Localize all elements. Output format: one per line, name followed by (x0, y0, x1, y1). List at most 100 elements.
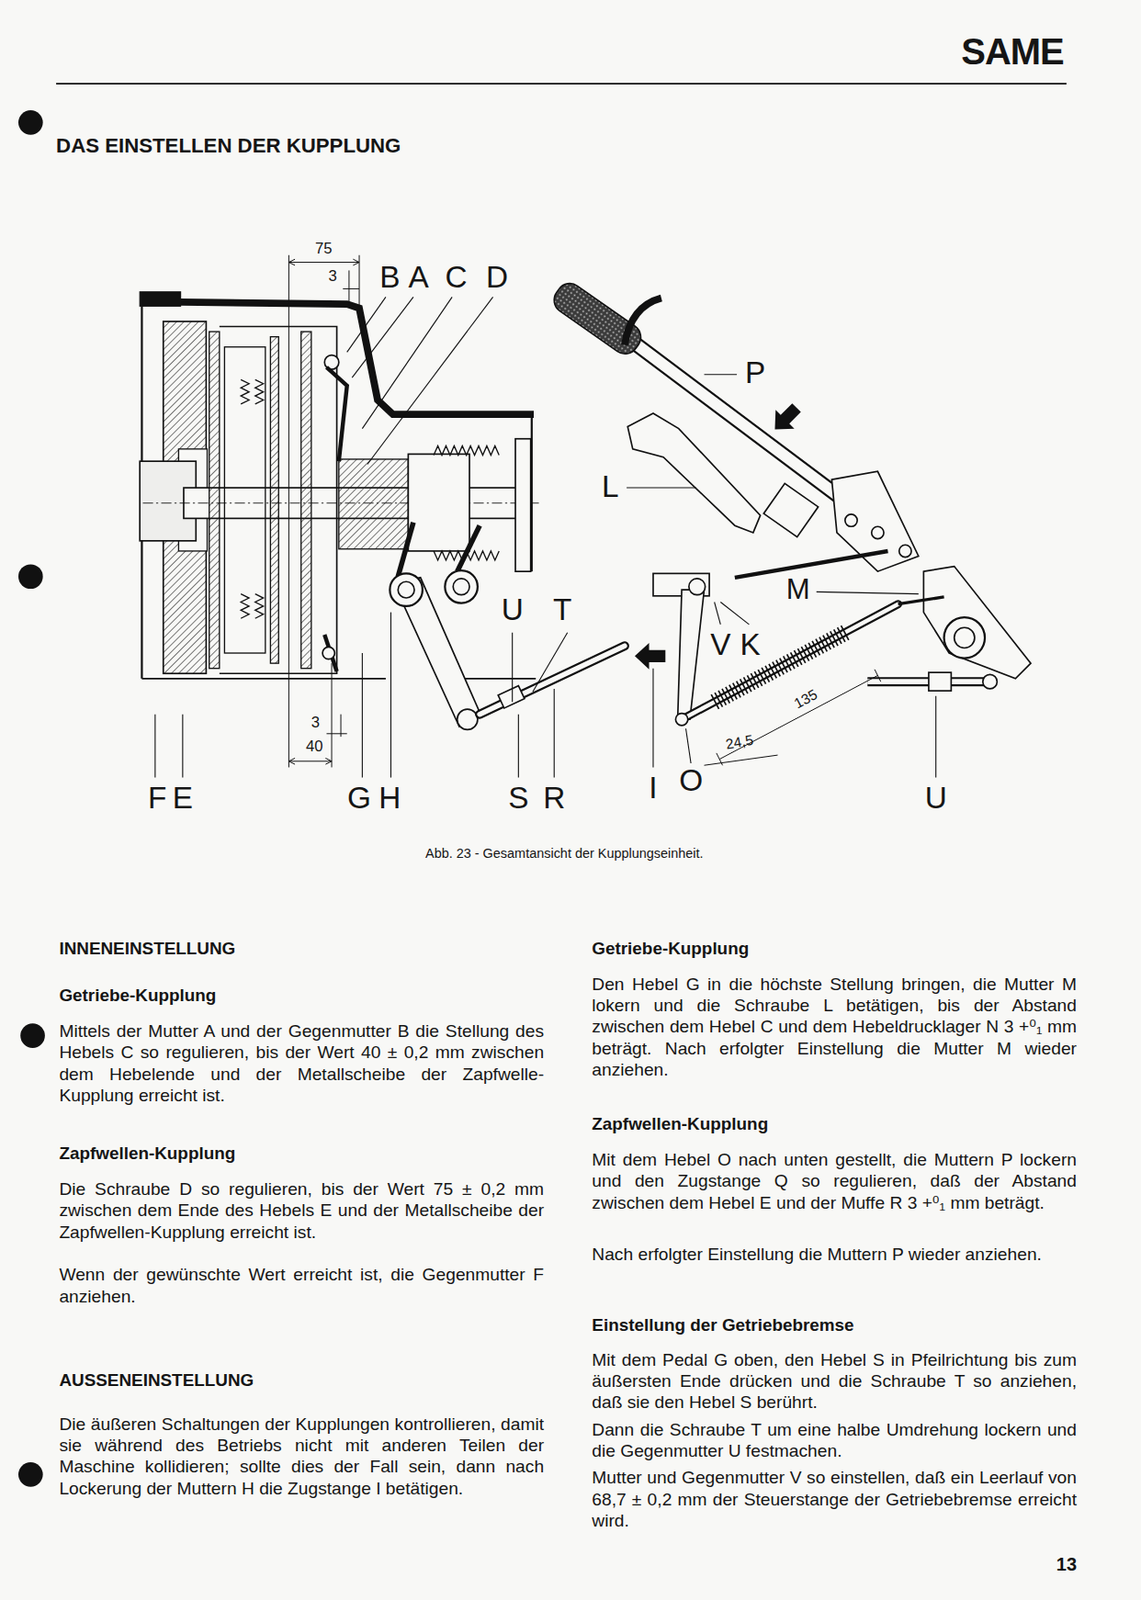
dimension-line (326, 733, 347, 735)
part-letter: P (745, 357, 766, 388)
clutch-discs (240, 594, 249, 620)
leader-line (390, 612, 392, 779)
brake-rod (479, 645, 625, 714)
linkage (954, 627, 975, 648)
dimension-value: 24,5 (724, 732, 756, 752)
release-bearing (515, 439, 531, 572)
leader-line (704, 373, 738, 375)
punch-hole (18, 564, 44, 589)
leader-line (626, 487, 697, 489)
fork-levers (457, 709, 478, 730)
dimension-line (288, 255, 881, 769)
figure-caption: Abb. 23 - Gesamtansicht der Kupplungsein… (425, 846, 704, 859)
fork-levers (457, 525, 480, 572)
part-letter: U (925, 782, 948, 814)
leader-line (714, 601, 722, 624)
fork-levers (397, 522, 414, 577)
fork-levers (452, 578, 470, 596)
clutch-housing (141, 677, 386, 680)
leader-line (351, 296, 414, 378)
body-paragraph: Mutter und Gegenmutter V so einstellen, … (591, 1467, 1077, 1532)
header-rule (56, 82, 1067, 85)
body-paragraph: Die äußeren Schaltungen der Kupplungen k… (58, 1413, 544, 1500)
linkage (928, 672, 951, 691)
clutch-discs (255, 379, 264, 405)
part-letter: F (147, 782, 167, 814)
linkage (734, 551, 889, 578)
section-heading: Zapfwellen-Kupplung (591, 1114, 1077, 1136)
body-paragraph: Dann die Schraube T um eine halbe Umdreh… (591, 1419, 1077, 1463)
section-heading: Einstellung der Getriebebremse (591, 1315, 1077, 1337)
part-letter: I (648, 772, 657, 803)
part-letter: T (553, 595, 572, 626)
page-title: DAS EINSTELLEN DER KUPPLUNG (56, 135, 401, 157)
direction-arrow (765, 398, 806, 440)
clutch-pedal (763, 483, 818, 537)
part-letter: M (786, 576, 811, 605)
dimension-line (342, 288, 360, 290)
leader-line (720, 601, 749, 624)
dimension-line (288, 259, 360, 266)
clutch-discs (301, 331, 312, 669)
leader-line (686, 728, 692, 764)
brand-logo: SAME (960, 33, 1064, 70)
leader-line (367, 296, 494, 464)
section-heading: Getriebe-Kupplung (591, 938, 1077, 961)
dimension-value: 40 (305, 739, 324, 756)
part-letter: K (739, 629, 760, 660)
body-paragraph: Den Hebel G in die höchste Stellung brin… (591, 973, 1077, 1082)
direction-arrow (634, 643, 666, 670)
section-heading: AUSSENEINSTELLUNG (58, 1370, 544, 1392)
brake-rod (479, 645, 625, 714)
part-letter: V (710, 629, 731, 660)
part-letter: B (379, 262, 400, 294)
brake-pedal-lever (627, 413, 760, 533)
clutch-housing (139, 292, 536, 679)
punch-hole (18, 110, 46, 1488)
section-heading: Getriebe-Kupplung (58, 985, 544, 1007)
leader-line (553, 689, 555, 779)
clutch-discs (270, 337, 279, 664)
linkage (982, 674, 998, 690)
clutch-housing (139, 292, 181, 307)
clutch-pedal (624, 297, 662, 345)
dimension-line (716, 669, 882, 766)
body-paragraph: Wenn der gewünschte Wert erreicht ist, d… (58, 1264, 544, 1308)
dimension-value: 135 (790, 687, 819, 712)
clutch-discs (209, 327, 338, 675)
fork-levers (444, 570, 478, 604)
dimension-line (288, 757, 332, 765)
leader-line (155, 296, 937, 778)
leader-line (816, 591, 919, 594)
part-letter: S (508, 782, 529, 814)
page-number: 13 (1056, 1555, 1077, 1574)
linkage (681, 604, 899, 721)
part-letter: G (347, 782, 372, 814)
body-paragraph: Mit dem Hebel O nach unten gestellt, die… (591, 1149, 1077, 1214)
linkage (898, 597, 945, 605)
clutch-discs (240, 379, 249, 405)
release-bearing (433, 446, 499, 456)
linkage (681, 604, 899, 721)
dimension-line (331, 663, 333, 768)
dimension-line (288, 261, 360, 263)
leader-line (518, 714, 520, 779)
section-heading: Zapfwellen-Kupplung (58, 1143, 544, 1165)
dimension-line (348, 270, 350, 306)
fork-levers (389, 522, 480, 731)
part-letter: O (678, 765, 703, 796)
leader-line (361, 653, 363, 779)
dimension-value: 3 (311, 714, 320, 731)
clutch-pedal (845, 514, 858, 527)
clutch-discs (224, 347, 265, 654)
leader-line (361, 296, 452, 429)
punch-hole (20, 1023, 46, 1049)
clutch-housing (180, 302, 534, 415)
release-bearing (338, 459, 409, 550)
dimension-value: 3 (328, 269, 338, 285)
linkage (653, 551, 1031, 726)
clutch-pedal (871, 526, 884, 539)
punch-hole (18, 1462, 44, 1488)
part-letter: D (485, 262, 509, 294)
